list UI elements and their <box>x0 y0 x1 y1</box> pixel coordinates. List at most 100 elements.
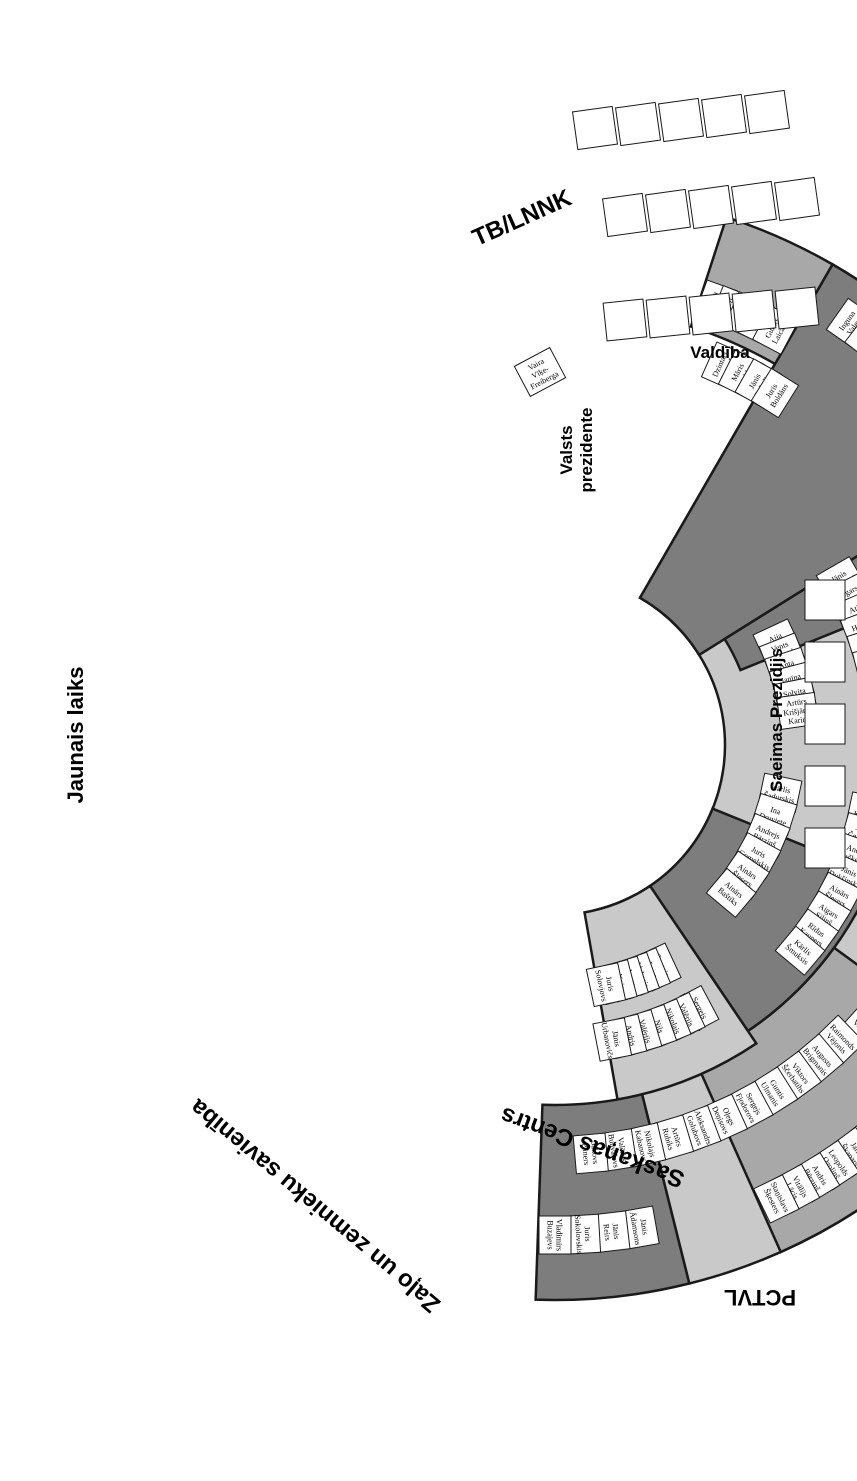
party-label-lpp-lc: LPP / LC <box>345 943 411 1043</box>
seat-name-line: Juris <box>583 1226 593 1242</box>
seat-name-line: Valērijs <box>616 1137 629 1163</box>
seat-name-line: Buzajevs <box>546 1220 555 1249</box>
seat-name-line: Artūrs <box>786 697 808 709</box>
seat-valdiba-row1 <box>571 105 619 151</box>
seat-box <box>513 346 567 398</box>
seat-valdiba-row1 <box>700 93 748 139</box>
seat-valdiba-row2 <box>773 176 821 222</box>
seat-box <box>774 925 826 976</box>
seat-box <box>804 827 846 869</box>
valsts-prezidente-label-2: prezidente <box>577 407 596 492</box>
seat-name-line: Jānis <box>638 1218 650 1235</box>
seat-name-line: Vladimirs <box>555 1219 564 1251</box>
seat-valdiba-row1 <box>614 101 662 147</box>
seat-name-line: Sokolovskis <box>573 1215 584 1255</box>
seat-prezidijs <box>804 765 846 807</box>
seat-box <box>602 298 648 342</box>
region-tautas-partija-outer <box>638 262 857 657</box>
seat-box <box>804 641 846 683</box>
seat-box <box>571 105 619 151</box>
seat-box <box>645 295 691 339</box>
seat-name-line: Kārlis <box>770 782 791 795</box>
seat-box <box>730 180 778 226</box>
party-label-tb-lnnk: TB/LNNK <box>468 184 576 252</box>
seat-valdiba-row3 <box>602 298 648 342</box>
seat-box <box>845 791 857 832</box>
seat-box <box>851 642 857 685</box>
seat-valdiba-row3 <box>645 295 691 339</box>
party-label-pctvl: PCTVL <box>724 1285 796 1310</box>
seat-box <box>752 1174 800 1224</box>
seat-prezidijs <box>804 703 846 745</box>
seat-name-line: Jānis <box>610 1030 622 1047</box>
seat-box <box>614 101 662 147</box>
seat-name-line: Jānis <box>855 823 857 836</box>
seat-box <box>774 286 820 330</box>
seat-box <box>750 367 800 419</box>
seat-name-line: Ina <box>769 805 782 817</box>
seat-valdiba-row3 <box>774 286 820 330</box>
seat-name-line: Juris <box>604 975 616 992</box>
seat-box <box>846 624 857 668</box>
seat-box <box>804 703 846 745</box>
seat-tp-inner: AusmaZēvalde-Kantāne <box>851 642 857 685</box>
seat-box <box>825 297 857 349</box>
seat-box <box>644 188 692 234</box>
seat-box <box>592 1017 633 1062</box>
seat-prezidijs <box>804 827 846 869</box>
seat-name-line: Jānis <box>610 1223 621 1240</box>
seat-box <box>687 184 735 230</box>
seat-valdiba-row3 <box>688 292 734 336</box>
seat-box <box>804 765 846 807</box>
seat-valdiba-row3 <box>731 289 777 333</box>
seat-valdiba-row2 <box>687 184 735 230</box>
seat-valdiba-row2 <box>601 192 649 238</box>
seat-name-line: Helēna <box>850 617 857 634</box>
seat-valdiba-row1 <box>657 97 705 143</box>
valdiba-label: Valdība <box>690 343 750 362</box>
seat-box <box>538 1215 572 1255</box>
seat-box <box>688 292 734 336</box>
seat-name-line: Jakovs <box>589 1142 600 1164</box>
seat-box <box>572 1132 609 1175</box>
seat-valdiba-row2 <box>644 188 692 234</box>
seat-box <box>705 867 757 919</box>
saeimas-prezidijs-label: Saeimas Prezidijs <box>767 648 786 792</box>
seat-name-line: Andris <box>845 843 857 859</box>
party-label-zzs: Zaļo un zemnieku savienība <box>184 1093 445 1318</box>
seat-box <box>731 289 777 333</box>
seat-box <box>804 579 846 621</box>
seat-prezidijs <box>804 641 846 683</box>
seat-box <box>743 89 791 135</box>
seat-valdiba-row1 <box>743 89 791 135</box>
seat-name-line: Atis <box>848 602 857 616</box>
seat-box <box>657 97 705 143</box>
seat-box <box>585 962 627 1008</box>
party-label-jaunais-laiks: Jaunais laiks <box>63 667 88 804</box>
seat-box <box>700 93 748 139</box>
seat-prezidijs <box>804 579 846 621</box>
seat-name-line: Pliners <box>580 1142 591 1165</box>
seat-name-line: Janis <box>849 1141 857 1159</box>
seat-name-line: Reirs <box>601 1223 612 1241</box>
seat-box <box>601 192 649 238</box>
seat-box <box>773 176 821 222</box>
seat-name-line: Demakova <box>848 623 857 644</box>
party-label-tautas-partija: Tautas partija <box>257 315 367 475</box>
seat-valdiba-row2 <box>730 180 778 226</box>
seat-grid: IngunaValersLaimaLidumaOskarsSpurdziņšJā… <box>513 89 857 1255</box>
